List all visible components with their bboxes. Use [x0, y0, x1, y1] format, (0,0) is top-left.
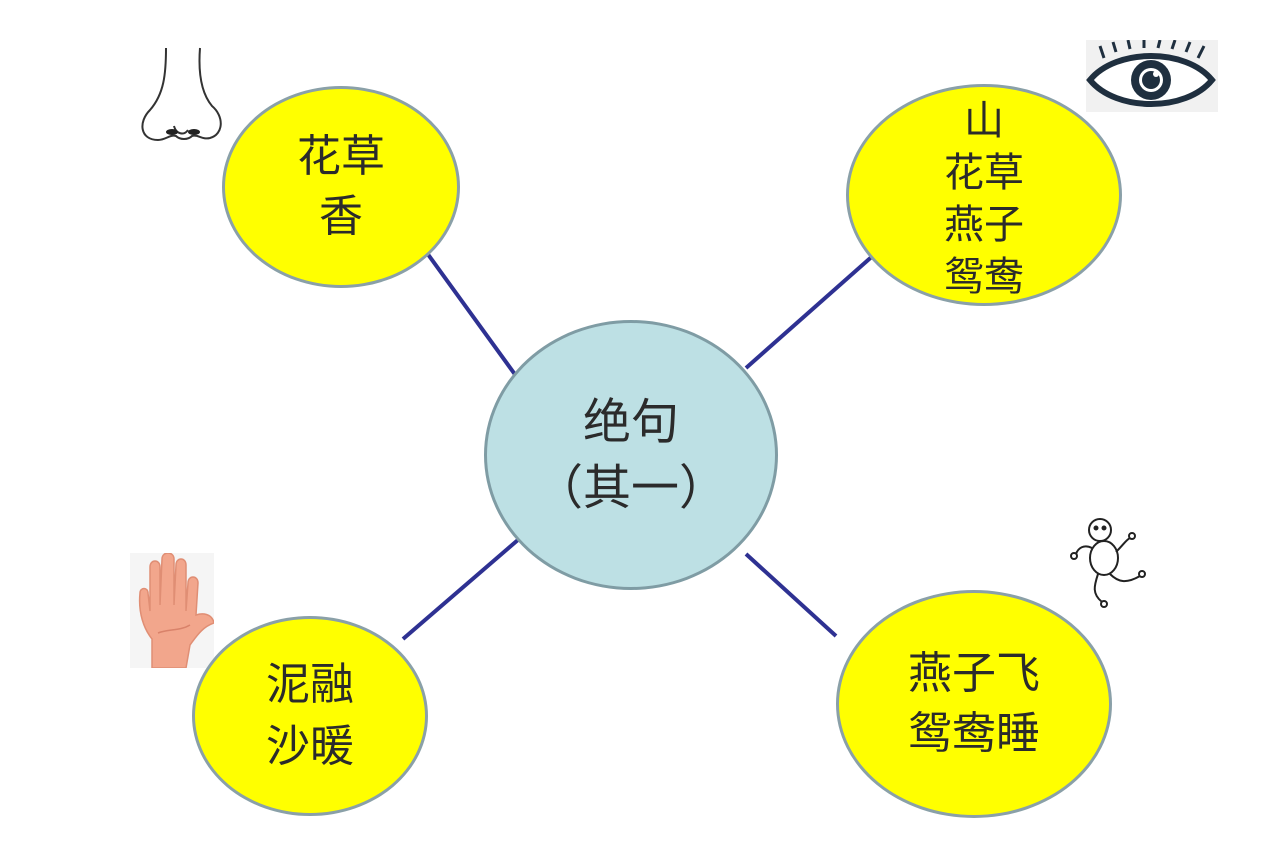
node-sight-line-3: 燕子: [944, 202, 1024, 248]
node-motion-line-2: 鸳鸯睡: [908, 708, 1040, 759]
connector-bottom-left: [401, 537, 521, 641]
center-subtitle: （其一）: [534, 460, 727, 516]
node-smell: 花草 香: [222, 86, 460, 288]
node-touch: 泥融 沙暖: [192, 616, 428, 816]
node-sight-line-2: 花草: [944, 150, 1024, 196]
connector-bottom-right: [744, 552, 838, 638]
connector-top-right: [744, 251, 878, 370]
node-smell-line-1: 花草: [297, 131, 385, 182]
center-title: 绝句: [582, 394, 679, 450]
node-smell-line-2: 香: [319, 191, 363, 242]
nose-icon: [136, 44, 226, 146]
node-touch-line-1: 泥融: [266, 659, 354, 710]
node-sight: 山 花草 燕子 鸳鸯: [846, 84, 1122, 306]
node-motion: 燕子飞 鸳鸯睡: [836, 590, 1112, 818]
eye-icon: [1086, 39, 1218, 112]
node-sight-line-4: 鸳鸯: [944, 254, 1024, 300]
node-sight-line-1: 山: [964, 98, 1004, 144]
running-figure-icon: [1068, 514, 1152, 614]
node-motion-line-1: 燕子飞: [908, 648, 1040, 699]
hand-icon: [130, 552, 215, 669]
node-touch-line-2: 沙暖: [266, 721, 354, 772]
center-node: 绝句 （其一）: [484, 320, 778, 590]
connector-top-left: [425, 251, 521, 382]
